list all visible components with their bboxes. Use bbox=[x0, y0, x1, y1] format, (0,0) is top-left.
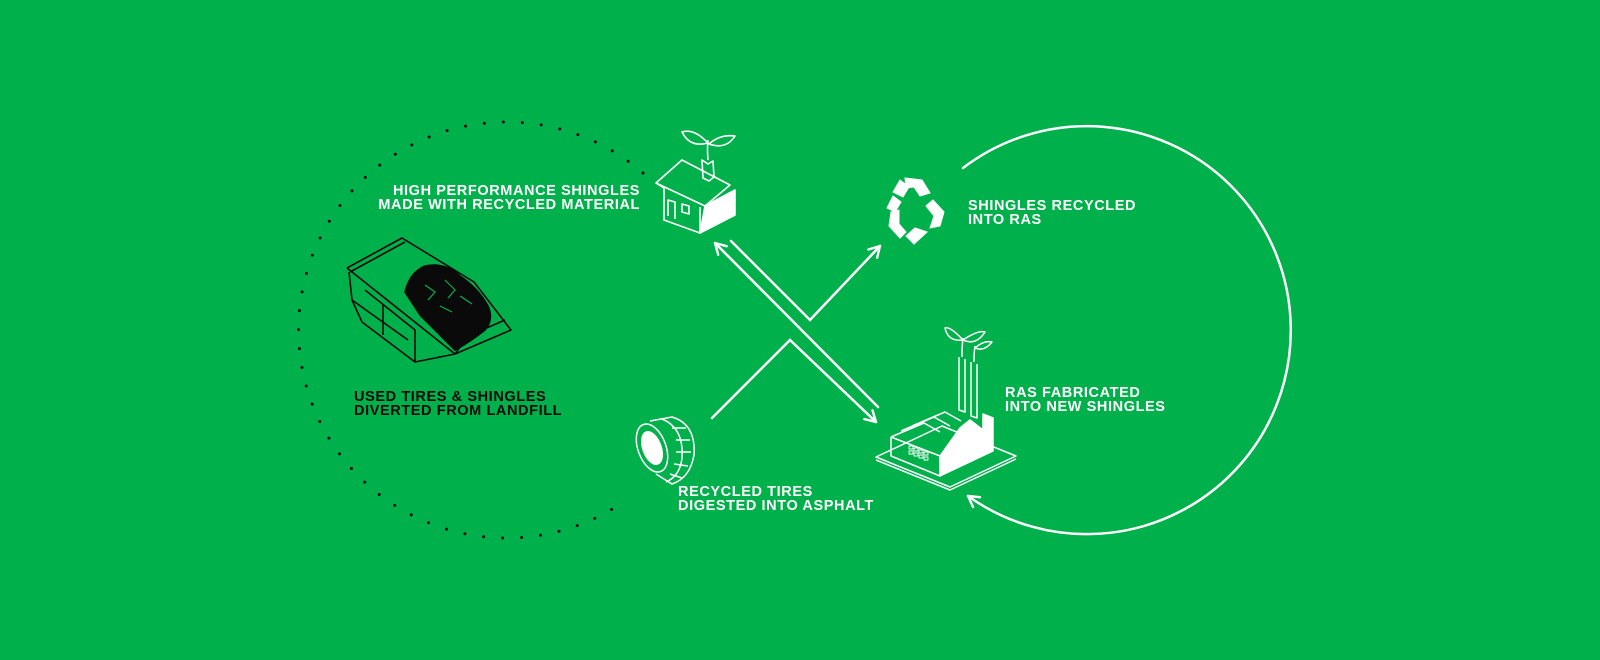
tire-icon bbox=[635, 416, 695, 485]
label-landfill-line1: USED TIRES & SHINGLES bbox=[354, 389, 547, 405]
label-landfill-line2: DIVERTED FROM LANDFILL bbox=[354, 402, 563, 419]
label-house-line2: MADE WITH RECYCLED MATERIAL bbox=[378, 196, 640, 213]
label-factory-line2: INTO NEW SHINGLES bbox=[1005, 398, 1166, 415]
recycle-icon bbox=[886, 177, 945, 245]
house-with-sprout-icon bbox=[655, 130, 736, 234]
circular-arrow-recycle-to-factory bbox=[961, 124, 1293, 536]
factory-with-sprouts-icon bbox=[875, 327, 1017, 491]
label-tire-line1: RECYCLED TIRES bbox=[678, 484, 813, 500]
label-house-line1: HIGH PERFORMANCE SHINGLES bbox=[392, 183, 640, 199]
label-recycle: SHINGLES RECYCLED INTO RAS bbox=[968, 198, 1137, 228]
label-landfill: USED TIRES & SHINGLES DIVERTED FROM LAND… bbox=[354, 389, 563, 419]
label-factory-line1: RAS FABRICATED bbox=[1005, 385, 1141, 401]
arrow-tire-to-factory bbox=[710, 338, 878, 424]
label-recycle-line2: INTO RAS bbox=[968, 211, 1042, 228]
label-tire: RECYCLED TIRES DIGESTED INTO ASPHALT bbox=[678, 484, 875, 514]
label-house: HIGH PERFORMANCE SHINGLES MADE WITH RECY… bbox=[370, 183, 640, 213]
arrow-house-to-recycle bbox=[729, 239, 882, 322]
label-tire-line2: DIGESTED INTO ASPHALT bbox=[678, 497, 875, 514]
dumpster-icon bbox=[346, 237, 512, 363]
label-factory: RAS FABRICATED INTO NEW SHINGLES bbox=[1005, 385, 1166, 415]
label-recycle-line1: SHINGLES RECYCLED bbox=[968, 198, 1137, 214]
arrow-factory-to-house bbox=[713, 241, 880, 409]
